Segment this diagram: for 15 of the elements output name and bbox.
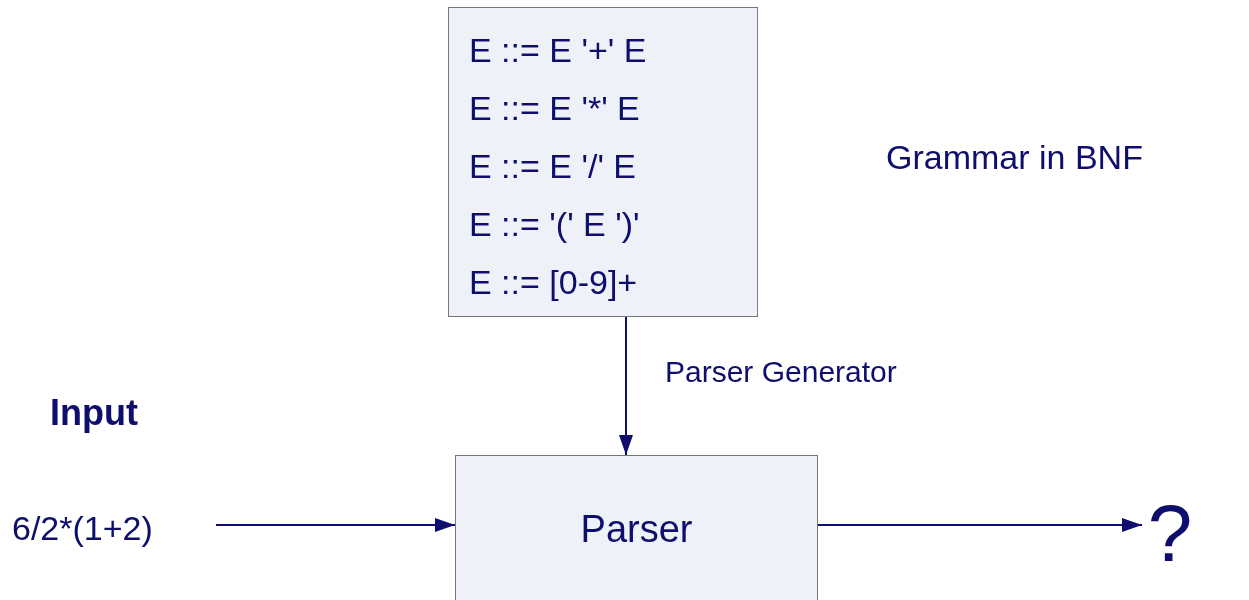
grammar-rule: E ::= [0-9]+ — [469, 262, 639, 303]
grammar-rule: E ::= '(' E ')' — [469, 204, 641, 245]
arrow — [215, 518, 456, 532]
grammar-rule: E ::= E '*' E — [469, 88, 641, 129]
grammar-rule: E ::= E '/' E — [469, 146, 637, 187]
grammar-rule: E ::= E '+' E — [469, 30, 648, 71]
process-box — [455, 455, 818, 600]
node-text: 6/2*(1+2) — [12, 507, 153, 549]
caption-text: Input — [50, 391, 138, 435]
arrow — [619, 316, 633, 456]
grammar-box — [448, 7, 758, 317]
caption-text: Grammar in BNF — [886, 137, 1143, 178]
arrow — [817, 518, 1143, 532]
node-text: Parser — [580, 507, 693, 552]
node-text: ? — [1147, 489, 1193, 579]
